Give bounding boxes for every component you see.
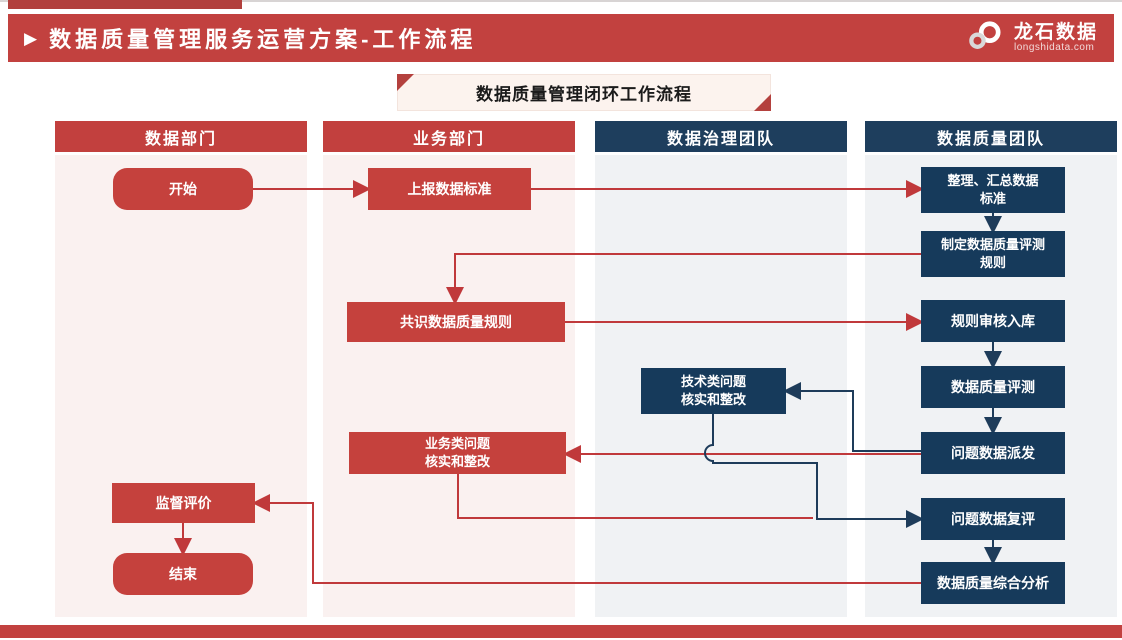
logo-domain: longshidata.com: [1013, 41, 1095, 53]
diagram-title: 数据质量管理闭环工作流程: [476, 85, 692, 104]
logo-name: 龙石数据: [1013, 21, 1098, 43]
page-title: 数据质量管理服务运营方案-工作流程: [49, 27, 477, 52]
lane-header-quality-team: 数据质量团队: [865, 121, 1117, 152]
lane-header-data-department: 数据部门: [55, 121, 307, 152]
flow-node-rule-review-store: 规则审核入库: [921, 300, 1065, 342]
diagram-title-banner: 数据质量管理闭环工作流程: [397, 74, 771, 111]
flow-node-start: 开始: [113, 168, 253, 210]
header-bar: ▶ 数据质量管理服务运营方案-工作流程 龙石数据 longshidata.com: [8, 14, 1114, 62]
lane-bg-data-department: [55, 155, 307, 617]
flow-node-quality-eval: 数据质量评测: [921, 366, 1065, 408]
flow-node-tech-issue-fix: 技术类问题 核实和整改: [641, 368, 786, 414]
flow-node-agree-rules: 共识数据质量规则: [347, 302, 565, 342]
bottom-accent-bar: [0, 625, 1122, 638]
logo-text: 龙石数据 longshidata.com: [1013, 21, 1098, 53]
flow-node-issue-dispatch: 问题数据派发: [921, 432, 1065, 474]
flow-node-define-eval-rules: 制定数据质量评测 规则: [921, 231, 1065, 277]
company-logo: 龙石数据 longshidata.com: [964, 20, 1098, 57]
lane-header-governance-team: 数据治理团队: [595, 121, 847, 152]
flow-node-comprehensive-analysis: 数据质量综合分析: [921, 562, 1065, 604]
lane-bg-business-department: [323, 155, 575, 617]
lane-header-business-department: 业务部门: [323, 121, 575, 152]
flow-node-collate-standards: 整理、汇总数据 标准: [921, 167, 1065, 213]
top-accent-strip: [8, 0, 242, 9]
flow-node-end: 结束: [113, 553, 253, 595]
flow-node-supervision-eval: 监督评价: [112, 483, 255, 523]
top-hairline: [0, 0, 1122, 2]
play-triangle-icon: ▶: [24, 28, 38, 48]
banner-corner-bottom-right: [754, 94, 771, 111]
flow-node-biz-issue-fix: 业务类问题 核实和整改: [349, 432, 566, 474]
flow-node-issue-recheck: 问题数据复评: [921, 498, 1065, 540]
cloud-swirl-logo-icon: [964, 20, 1006, 57]
banner-corner-top-left: [397, 74, 414, 91]
flow-node-report-standards: 上报数据标准: [368, 168, 531, 210]
